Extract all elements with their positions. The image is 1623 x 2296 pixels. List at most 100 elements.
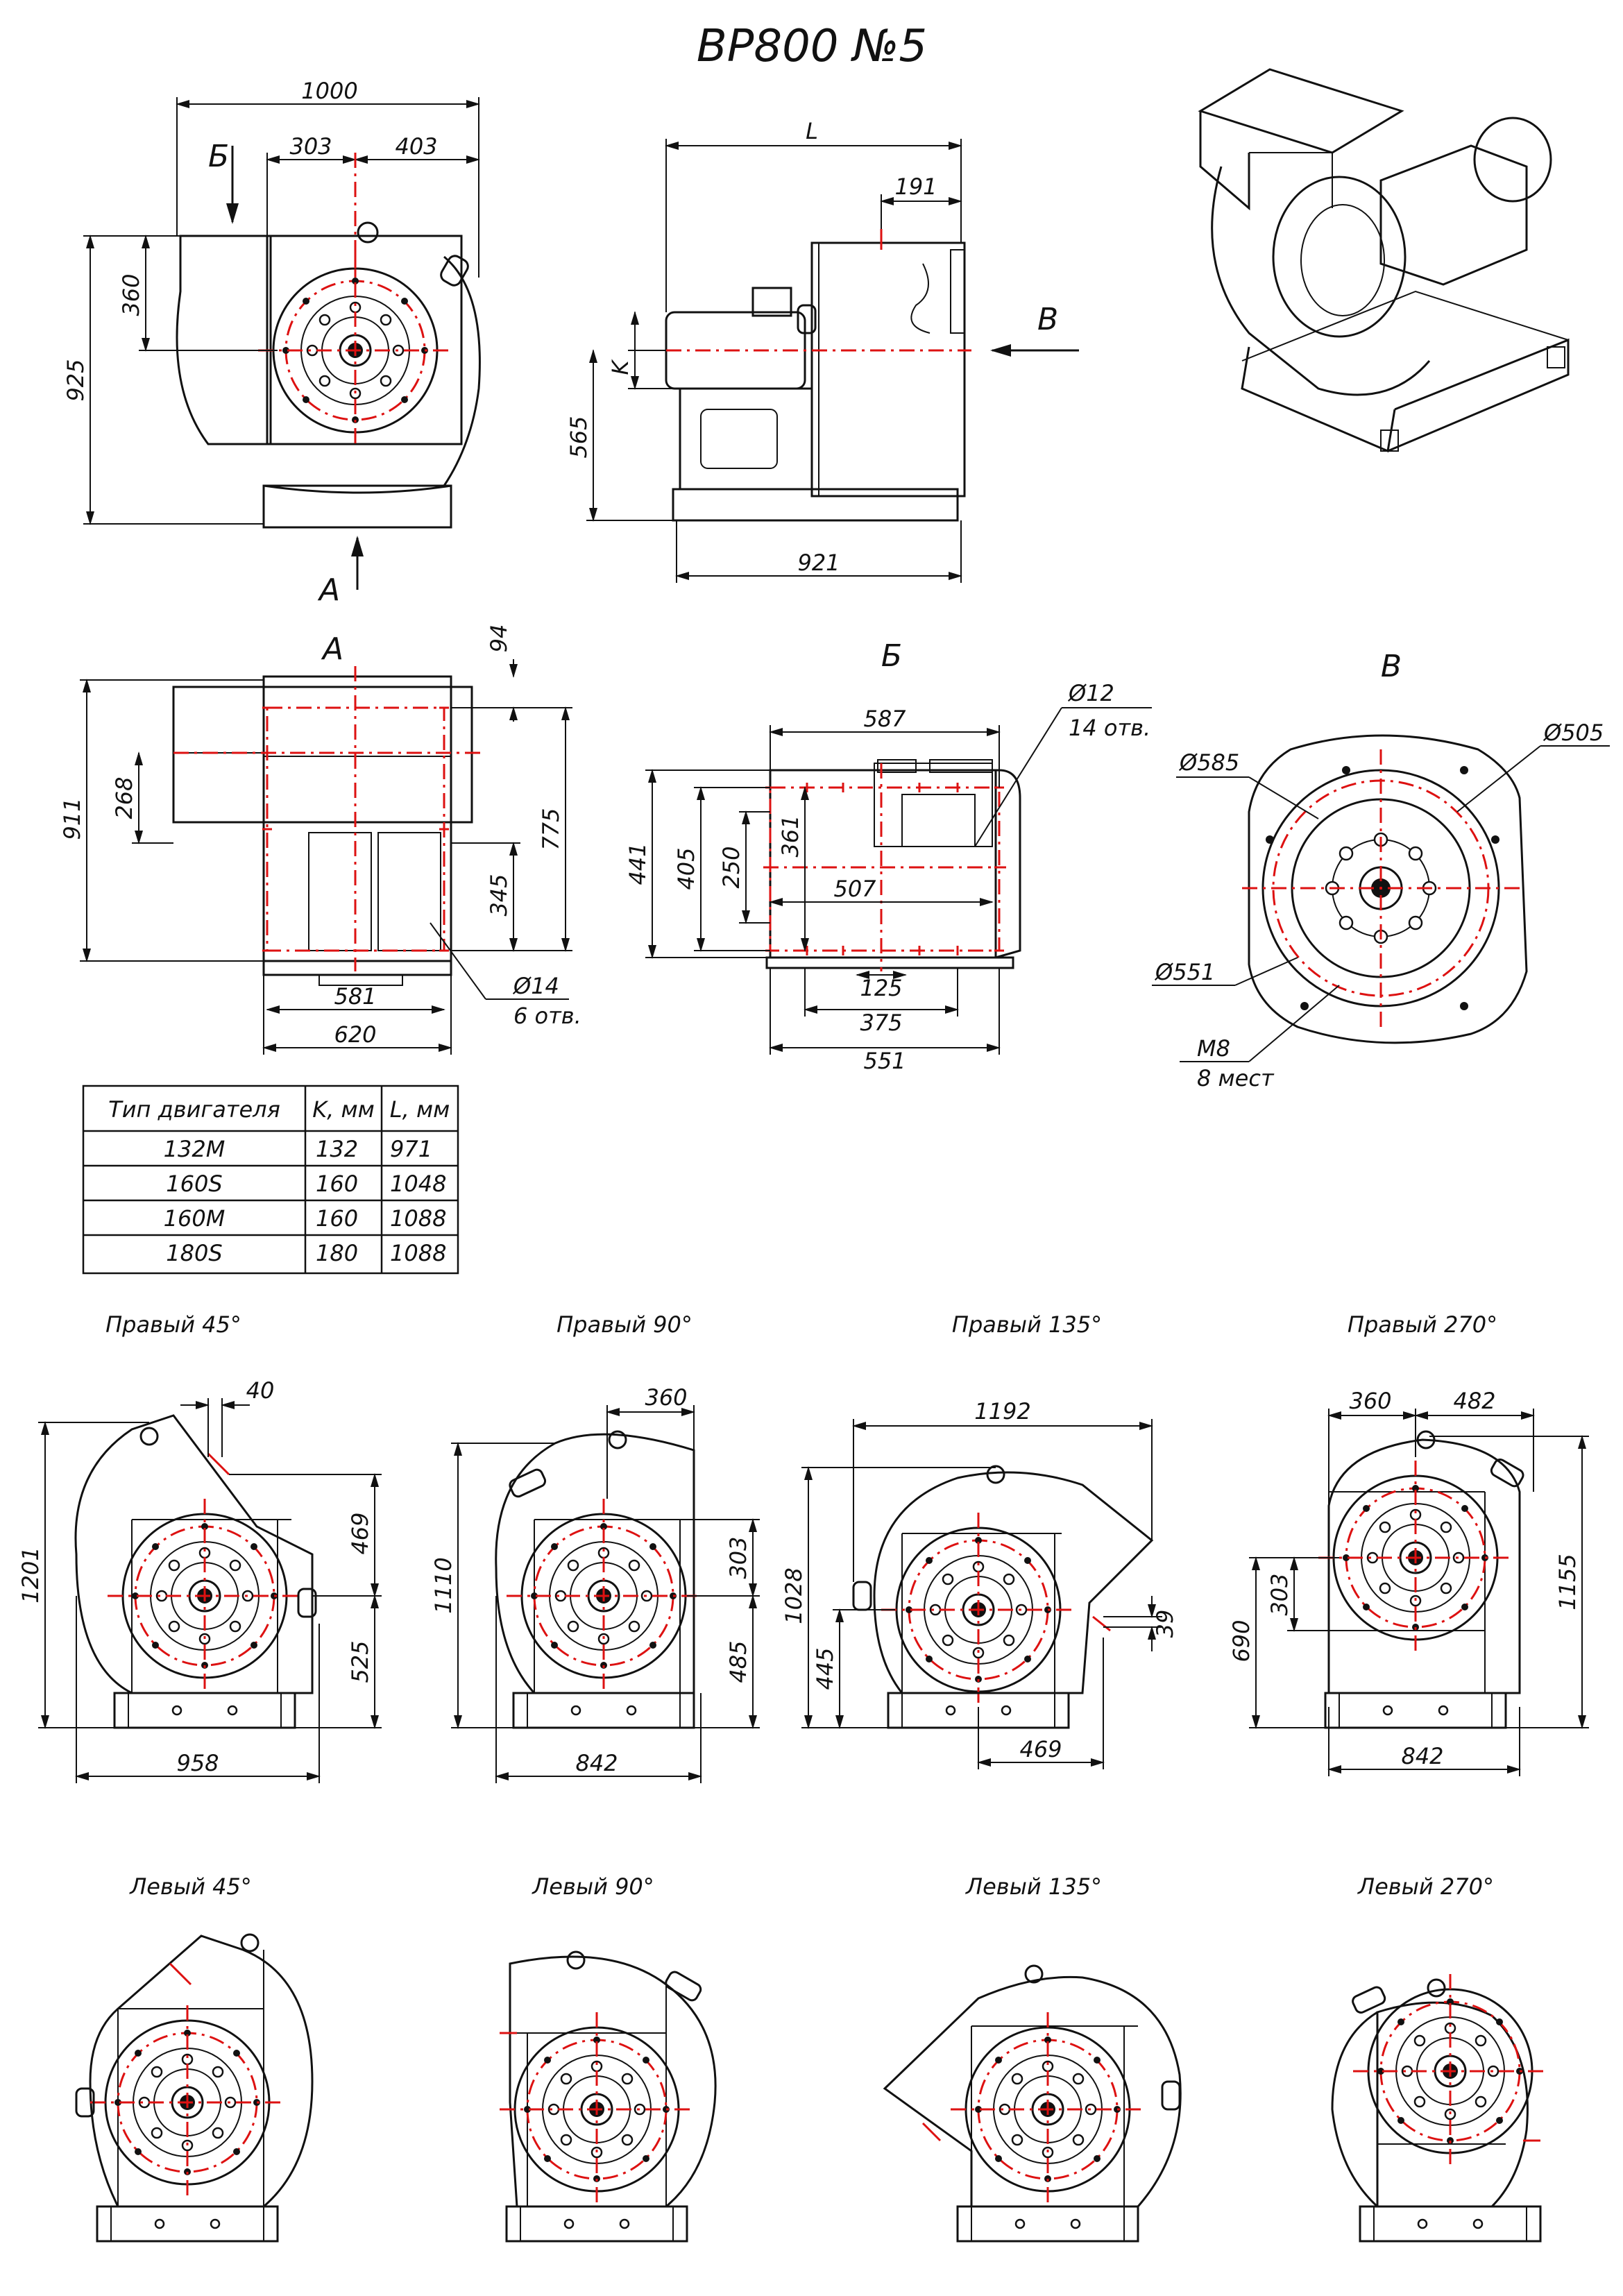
dim-1000: 1000 [301, 78, 357, 104]
dim-403: 403 [395, 133, 437, 160]
position-label: Левый 45° [129, 1873, 252, 1900]
table-cell: 1048 [390, 1171, 446, 1197]
view-v: В Ø585 Ø505 Ø551 M8 8 мест [1152, 649, 1610, 1091]
view-v-label: В [1381, 649, 1402, 684]
dim-775: 775 [538, 808, 564, 850]
drawing-title: ВР800 №5 [697, 21, 927, 72]
dim-375: 375 [860, 1010, 902, 1036]
view-b-label: Б [881, 638, 902, 674]
callout-thread-count: 8 мест [1197, 1065, 1275, 1091]
arrow-label-v: В [1037, 302, 1058, 337]
dim-303: 303 [1266, 1573, 1293, 1615]
dim-405: 405 [673, 847, 699, 890]
table-cell: 160S [166, 1171, 222, 1197]
dim-482: 482 [1453, 1388, 1495, 1414]
position-label: Правый 270° [1348, 1311, 1497, 1338]
side-view: L 191 K 565 921 В [566, 118, 1079, 583]
hole-callout-d14: Ø14 [512, 973, 559, 999]
dim-303: 303 [289, 133, 332, 160]
table-cell: 132 [316, 1136, 358, 1162]
position-right-270: Правый 270° 360 482 303 690 1155 842 [1228, 1311, 1589, 1776]
dim-958: 958 [176, 1750, 219, 1776]
table-cell: 132M [164, 1136, 226, 1162]
table-cell: 160M [164, 1205, 226, 1232]
position-left-270: Левый 270° [1331, 1873, 1549, 2243]
arrow-label-b: Б [208, 139, 229, 174]
dim-1155: 1155 [1554, 1554, 1581, 1610]
dim-360: 360 [1349, 1388, 1391, 1414]
dim-690: 690 [1228, 1619, 1255, 1662]
dim-842: 842 [1401, 1743, 1443, 1769]
position-label: Правый 135° [952, 1311, 1102, 1338]
position-label: Левый 90° [532, 1873, 654, 1900]
dim-911: 911 [59, 797, 85, 840]
dim-1192: 1192 [974, 1398, 1030, 1425]
dim-469: 469 [347, 1512, 373, 1554]
dim-445: 445 [812, 1647, 838, 1690]
table-header-motor: Тип двигателя [108, 1096, 280, 1123]
dim-361: 361 [777, 815, 804, 857]
dim-1110: 1110 [430, 1557, 457, 1613]
dim-921: 921 [797, 550, 840, 576]
dim-581: 581 [334, 983, 376, 1010]
dim-345: 345 [486, 874, 512, 916]
dim-469: 469 [1019, 1736, 1062, 1762]
dim-40: 40 [246, 1377, 275, 1404]
hole-callout-count: 14 отв. [1069, 715, 1150, 741]
dim-125: 125 [860, 975, 902, 1001]
table-cell: 1088 [390, 1240, 446, 1266]
view-a: А 94 9 [59, 624, 581, 1055]
position-right-90: Правый 90° 360 1110 303 485 842 [430, 1311, 760, 1783]
position-left-45: Левый 45° [75, 1873, 314, 2243]
dim-620: 620 [334, 1021, 376, 1048]
table-cell: 160 [316, 1205, 358, 1232]
callout-thread: M8 [1197, 1035, 1230, 1062]
dim-K: K [607, 358, 634, 375]
front-view: 1000 303 403 360 925 Б А [62, 78, 481, 608]
callout-d585: Ø585 [1178, 749, 1239, 776]
dim-507: 507 [833, 876, 876, 902]
table-header-l: L, мм [390, 1096, 450, 1123]
dim-1201: 1201 [17, 1547, 44, 1603]
view-b: Б [624, 638, 1152, 1074]
table-cell: 180 [316, 1240, 358, 1266]
dim-1028: 1028 [781, 1567, 807, 1624]
position-label: Левый 270° [1357, 1873, 1494, 1900]
dim-441: 441 [624, 842, 651, 885]
table-cell: 971 [390, 1136, 432, 1162]
callout-d551: Ø551 [1154, 959, 1215, 985]
hole-callout-count: 6 отв. [513, 1003, 581, 1029]
dim-360: 360 [645, 1384, 687, 1411]
table-cell: 180S [166, 1240, 222, 1266]
dim-565: 565 [566, 416, 592, 458]
hole-callout-d12: Ø12 [1067, 680, 1114, 706]
dim-303: 303 [725, 1536, 751, 1579]
isometric-view [1198, 68, 1570, 453]
dim-94: 94 [486, 624, 512, 653]
dim-39: 39 [1152, 1610, 1178, 1638]
dim-525: 525 [347, 1640, 373, 1683]
position-label: Левый 135° [965, 1873, 1102, 1900]
position-right-135: Правый 135° 1192 1028 445 39 469 [781, 1311, 1178, 1769]
position-label: Правый 45° [105, 1311, 241, 1338]
dim-250: 250 [718, 846, 745, 888]
position-left-90: Левый 90° [498, 1873, 717, 2243]
dim-360: 360 [118, 273, 144, 316]
dim-191: 191 [894, 173, 937, 200]
dim-587: 587 [863, 706, 906, 732]
table-header-k: K, мм [312, 1096, 375, 1123]
callout-d505: Ø505 [1543, 720, 1604, 746]
table-cell: 1088 [390, 1205, 446, 1232]
dim-551: 551 [863, 1048, 906, 1074]
table-cell: 160 [316, 1171, 358, 1197]
position-label: Правый 90° [556, 1311, 692, 1338]
dim-485: 485 [725, 1640, 751, 1683]
dim-268: 268 [111, 776, 137, 819]
view-a-label: А [321, 631, 343, 667]
dim-L: L [806, 118, 818, 144]
position-right-45: Правый 45° 40 1201 469 525 958 [17, 1311, 382, 1783]
motor-table: Тип двигателя K, мм L, мм 132M 132 971 1… [82, 1085, 459, 1275]
dim-842: 842 [575, 1750, 618, 1776]
arrow-label-a: А [317, 572, 340, 608]
